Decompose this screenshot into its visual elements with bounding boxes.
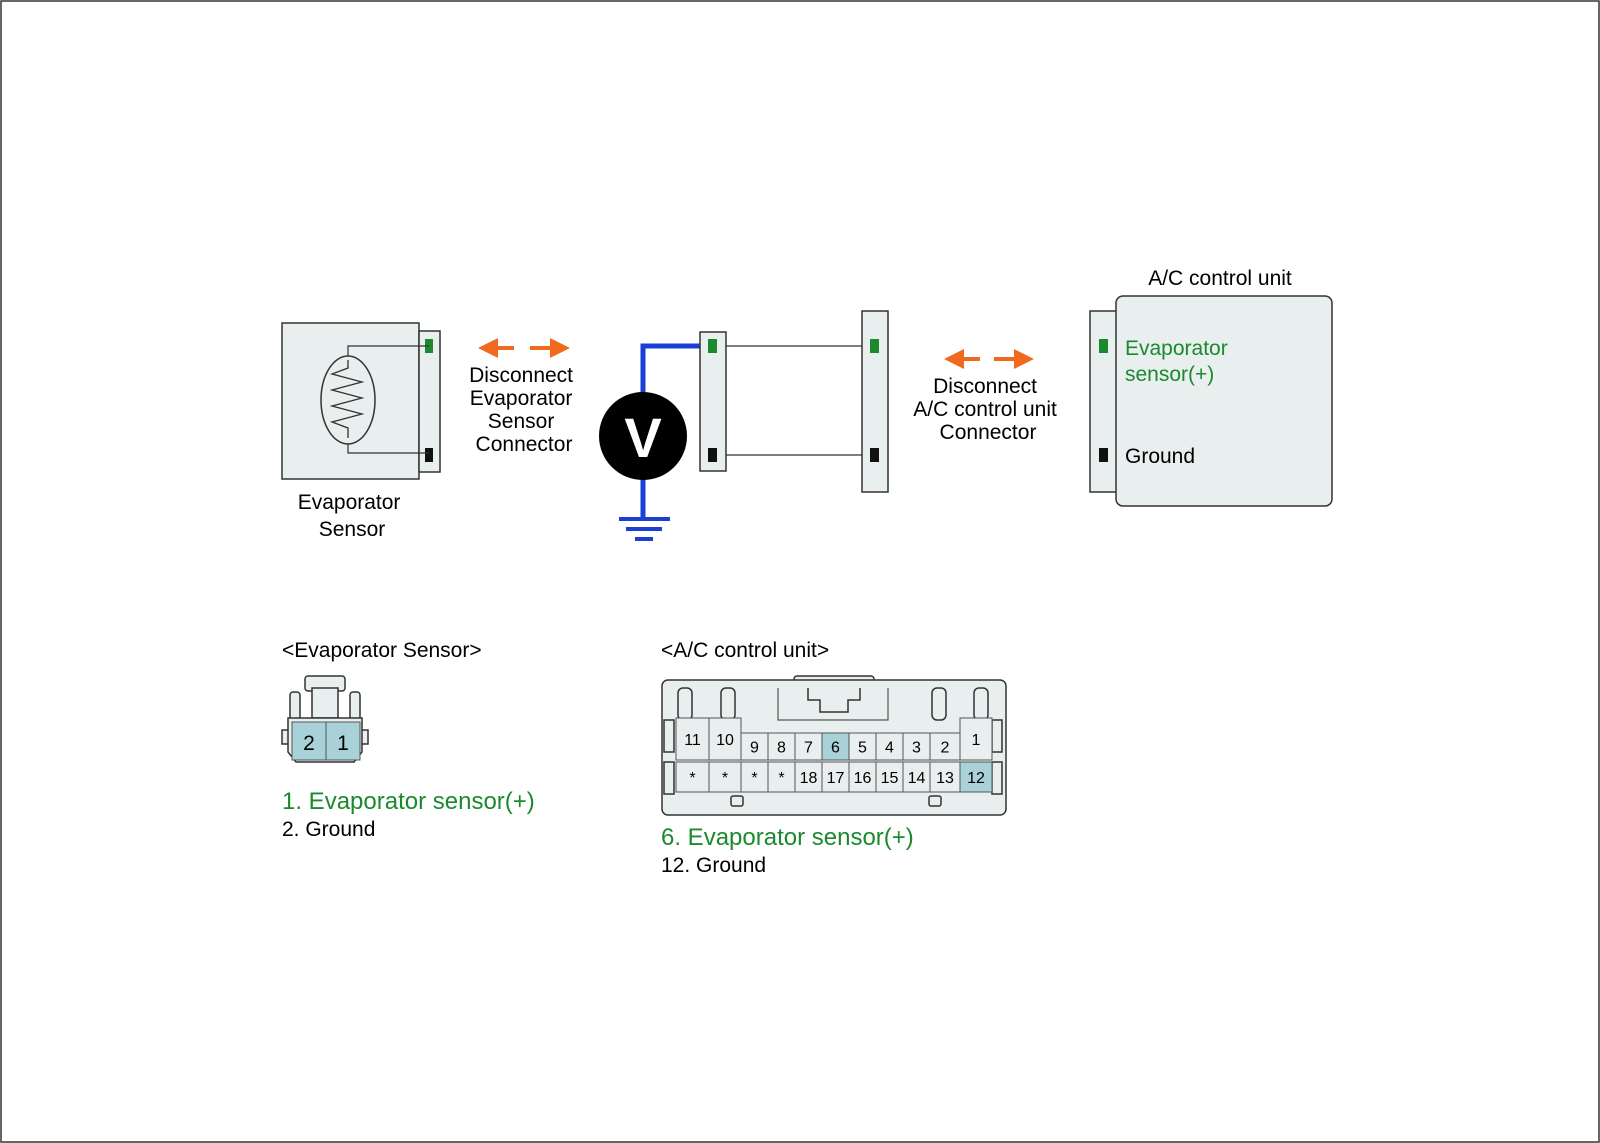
ac-pin-9 [740, 732, 769, 761]
evaporator-sensor-pin-ground [425, 448, 433, 462]
ground-symbol-icon [619, 517, 670, 541]
ac-control-unit: A/C control unit Evaporator sensor(+) Gr… [1089, 267, 1333, 507]
ac-legend-item: 12. Ground [661, 854, 766, 877]
ac-pin-label: 17 [827, 770, 845, 787]
ac-pin-8 [767, 732, 796, 761]
evaporator-pin-label: 2 [303, 732, 315, 755]
harness-connector-right [861, 310, 889, 493]
ac-pin-5 [848, 732, 877, 761]
ac-pin-label: 11 [684, 732, 701, 749]
ac-pin-label: 1 [972, 732, 981, 749]
evaporator-sensor-connector [418, 330, 441, 473]
ac-pin-label: 7 [804, 740, 813, 757]
ac-connector-face: <A/C control unit> 11 10 9 8 7 6 5 4 3 2 1 * * * * 18 17… [661, 639, 1007, 877]
ac-connector-heading: <A/C control unit> [661, 639, 829, 662]
ac-pin-label: * [689, 770, 695, 787]
ac-pin-label: 14 [908, 770, 926, 787]
ac-pin-18 [794, 761, 823, 793]
harness-left-pin-positive [708, 339, 717, 353]
evaporator-legend-item: 2. Ground [282, 818, 375, 841]
voltmeter-symbol: V [624, 406, 661, 469]
ac-pin-unused [708, 761, 742, 793]
ac-pin-label: 5 [858, 740, 867, 757]
ac-pin-label: 9 [750, 740, 759, 757]
ac-pin-10 [708, 717, 742, 761]
evaporator-pin-label: 1 [337, 732, 349, 755]
ac-pin-label: * [778, 770, 784, 787]
disconnect-evaporator-label: Disconnect Evaporator Sensor Connector [469, 364, 579, 456]
ac-unit-body [1115, 295, 1333, 507]
ac-pin-label: * [751, 770, 757, 787]
ac-pin-4 [875, 732, 904, 761]
disconnect-ac-label: Disconnect A/C control unit Connector [913, 375, 1062, 444]
ac-pin-label: 18 [800, 770, 818, 787]
ac-pin-16 [848, 761, 877, 793]
ac-unit-pin-positive [1099, 339, 1108, 353]
ac-pin-label: 2 [941, 740, 950, 757]
ac-pin-12 [959, 761, 993, 793]
ac-pin-label: 16 [854, 770, 872, 787]
ac-pin-label: 13 [936, 770, 954, 787]
harness-right-pin-positive [870, 339, 879, 353]
ac-pin-13 [929, 761, 961, 793]
harness-right-pin-ground [870, 448, 879, 462]
ac-pin-11 [675, 717, 710, 761]
evaporator-pin-2 [291, 721, 327, 761]
harness-connector-left [699, 331, 727, 472]
evaporator-connector-face: <Evaporator Sensor> 2 1 1. Evaporator se… [281, 639, 535, 841]
ac-unit-title: A/C control unit [1148, 267, 1292, 290]
evaporator-sensor-label: Evaporator Sensor [298, 491, 407, 541]
ac-pin-14 [902, 761, 931, 793]
ac-pin-label: 4 [885, 740, 894, 757]
ac-pin-label: 8 [777, 740, 786, 757]
voltmeter-icon [599, 392, 687, 480]
ac-legend-item: 6. Evaporator sensor(+) [661, 824, 914, 851]
ac-pin-1 [959, 717, 993, 761]
ac-pin-7 [794, 732, 823, 761]
ac-pin-label: 10 [716, 732, 734, 749]
harness-left-pin-ground [708, 448, 717, 462]
ac-pin-label: * [722, 770, 728, 787]
evaporator-legend-item: 1. Evaporator sensor(+) [282, 788, 535, 815]
resistor-zigzag-icon [329, 360, 365, 438]
ac-pin-grid: 11 10 9 8 7 6 5 4 3 2 1 * * * * 18 17 16 15 14 13 12 [675, 717, 993, 793]
ac-pin-2 [929, 732, 961, 761]
ac-pin-label: 3 [912, 740, 921, 757]
ac-pin-label: 6 [831, 740, 840, 757]
ac-unit-connector [1089, 310, 1118, 493]
ac-unit-pin-ground [1099, 448, 1108, 462]
ac-pin-15 [875, 761, 904, 793]
ac-unit-pin-ground-label: Ground [1125, 445, 1195, 468]
ac-pin-3 [902, 732, 931, 761]
evaporator-sensor: Evaporator Sensor [281, 322, 441, 541]
ac-pin-label: 12 [967, 770, 985, 787]
evaporator-pin-1 [325, 721, 361, 761]
ac-pin-unused [675, 761, 710, 793]
ac-pin-label: 15 [881, 770, 899, 787]
ac-pin-6 [821, 732, 850, 761]
evaporator-connector-heading: <Evaporator Sensor> [282, 639, 482, 662]
ac-unit-pin-positive-label: Evaporator sensor(+) [1125, 337, 1234, 386]
